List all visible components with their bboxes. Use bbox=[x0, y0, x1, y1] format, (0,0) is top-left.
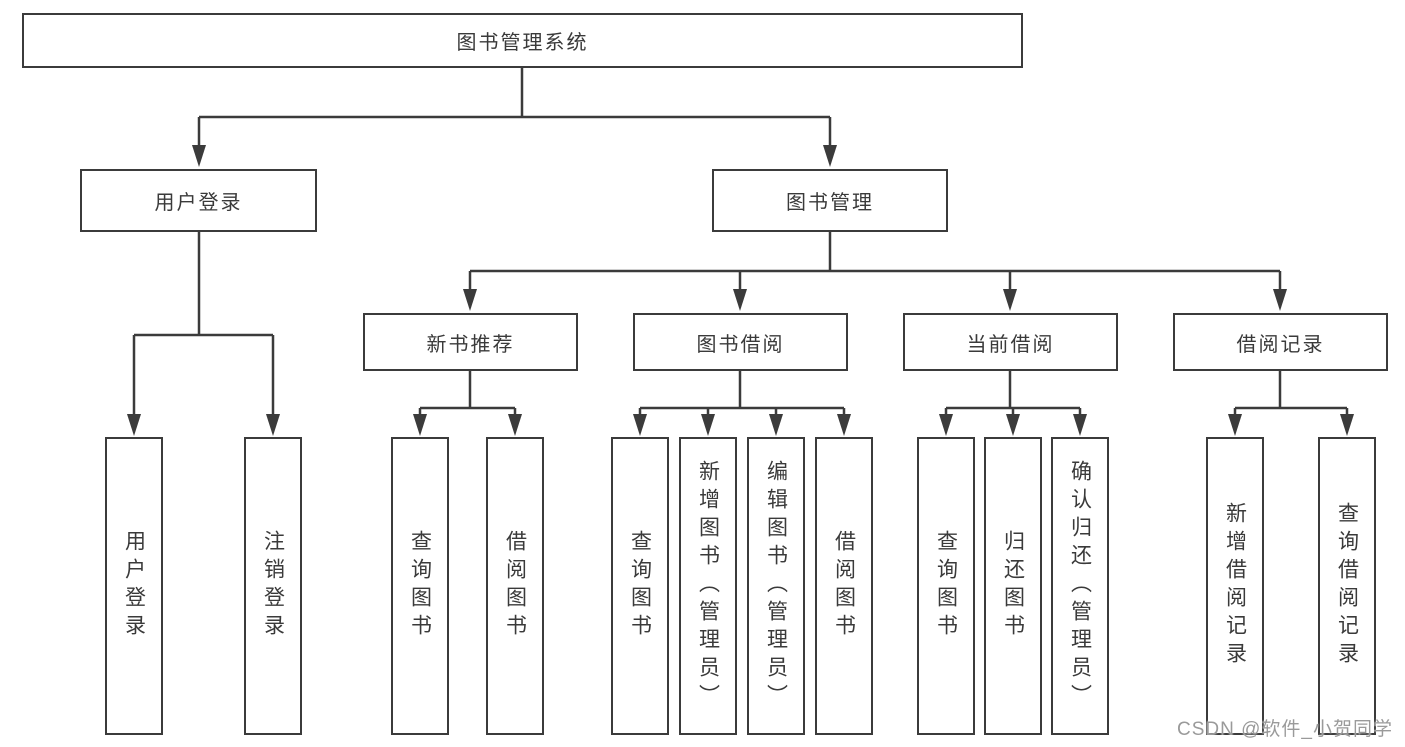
leaf-query-books-3-label: 查询图书 bbox=[934, 530, 958, 642]
node-borrowing-records-label: 借阅记录 bbox=[1236, 333, 1325, 356]
leaf-query-borrow-record-label: 查询借阅记录 bbox=[1335, 502, 1359, 670]
node-book-management-label: 图书管理 bbox=[786, 192, 874, 214]
leaf-query-borrow-record: 查询借阅记录 bbox=[1318, 437, 1376, 735]
leaf-user-login: 用户登录 bbox=[105, 437, 163, 735]
leaf-query-books-1-label: 查询图书 bbox=[408, 530, 432, 642]
leaf-add-borrow-record-label: 新增借阅记录 bbox=[1223, 502, 1247, 670]
leaf-confirm-return-admin-label: 确认归还（管理员） bbox=[1068, 460, 1092, 712]
leaf-add-books-admin: 新增图书（管理员） bbox=[679, 437, 737, 735]
leaf-add-books-admin-label: 新增图书（管理员） bbox=[696, 460, 720, 712]
leaf-borrow-books-1-label: 借阅图书 bbox=[503, 530, 527, 642]
node-new-book-recommend-label: 新书推荐 bbox=[426, 333, 515, 356]
leaf-logout-label: 注销登录 bbox=[261, 530, 285, 642]
leaf-edit-books-admin: 编辑图书（管理员） bbox=[747, 437, 805, 735]
connector-root-to-level2 bbox=[192, 68, 837, 167]
node-root-system: 图书管理系统 bbox=[22, 13, 1023, 68]
leaf-return-books: 归还图书 bbox=[984, 437, 1042, 735]
node-borrowing-records: 借阅记录 bbox=[1173, 313, 1388, 371]
leaf-query-books-2-label: 查询图书 bbox=[628, 530, 652, 642]
node-book-borrowing-label: 图书借阅 bbox=[696, 333, 785, 356]
leaf-return-books-label: 归还图书 bbox=[1001, 530, 1025, 642]
node-new-book-recommend: 新书推荐 bbox=[363, 313, 578, 371]
connector-new-book-children bbox=[413, 371, 522, 436]
leaf-add-borrow-record: 新增借阅记录 bbox=[1206, 437, 1264, 735]
leaf-borrow-books-1: 借阅图书 bbox=[486, 437, 544, 735]
node-current-borrowing: 当前借阅 bbox=[903, 313, 1118, 371]
leaf-edit-books-admin-label: 编辑图书（管理员） bbox=[764, 460, 788, 712]
node-book-borrowing: 图书借阅 bbox=[633, 313, 848, 371]
leaf-confirm-return-admin: 确认归还（管理员） bbox=[1051, 437, 1109, 735]
csdn-watermark: CSDN @软件_小贺同学 bbox=[1177, 719, 1393, 740]
leaf-logout: 注销登录 bbox=[244, 437, 302, 735]
node-book-management: 图书管理 bbox=[712, 169, 948, 232]
connector-book-management-children bbox=[463, 232, 1287, 311]
connector-borrow-record-children bbox=[1228, 371, 1354, 436]
leaf-query-books-2: 查询图书 bbox=[611, 437, 669, 735]
node-user-login-label: 用户登录 bbox=[154, 192, 243, 214]
node-user-login: 用户登录 bbox=[80, 169, 317, 232]
connector-book-borrow-children bbox=[633, 371, 851, 436]
connector-current-borrow-children bbox=[939, 371, 1087, 436]
connector-user-login-children bbox=[127, 232, 280, 436]
leaf-query-books-1: 查询图书 bbox=[391, 437, 449, 735]
node-current-borrowing-label: 当前借阅 bbox=[966, 333, 1055, 356]
leaf-borrow-books-2: 借阅图书 bbox=[815, 437, 873, 735]
leaf-user-login-label: 用户登录 bbox=[122, 530, 146, 642]
leaf-query-books-3: 查询图书 bbox=[917, 437, 975, 735]
leaf-borrow-books-2-label: 借阅图书 bbox=[832, 530, 856, 642]
node-root-label: 图书管理系统 bbox=[456, 32, 589, 54]
